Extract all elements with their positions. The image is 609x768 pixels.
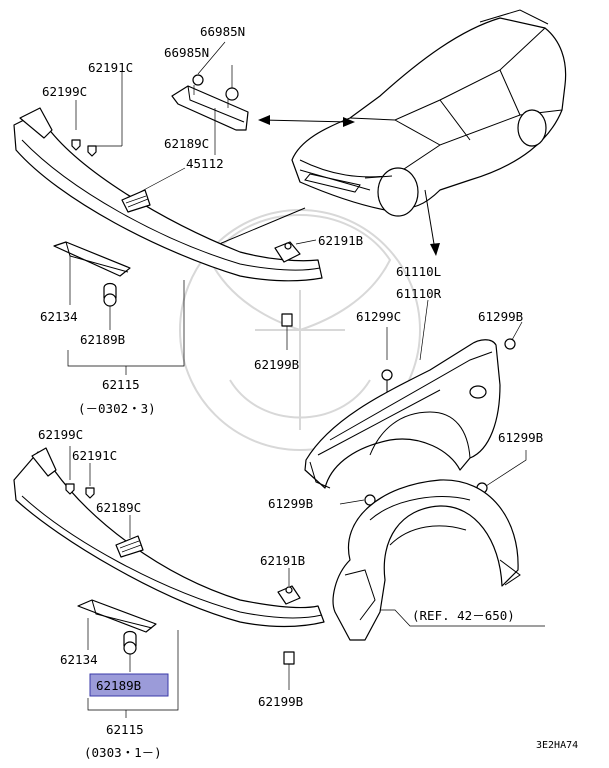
label-62115-top[interactable]: 62115 [102, 377, 140, 392]
label-62191c-top[interactable]: 62191C [88, 60, 133, 75]
inner-liner [332, 479, 545, 641]
label-62199b-top[interactable]: 62199B [254, 357, 299, 372]
label-61299b-right[interactable]: 61299B [478, 309, 523, 324]
top-spoiler-assembly [13, 41, 323, 375]
label-date-top: (－0302・3) [78, 401, 156, 416]
label-62115-bottom[interactable]: 62115 [106, 722, 144, 737]
label-61110r[interactable]: 61110R [396, 286, 442, 301]
fender-assembly [304, 299, 527, 506]
label-62189c-bottom[interactable]: 62189C [96, 500, 141, 515]
label-62199c-top[interactable]: 62199C [42, 84, 87, 99]
car-illustration [291, 9, 567, 217]
label-62191b-bottom[interactable]: 62191B [260, 553, 305, 568]
label-62134-bottom[interactable]: 62134 [60, 652, 98, 667]
label-62189b-highlighted[interactable]: 62189B [96, 678, 141, 693]
label-62191c-bottom[interactable]: 62191C [72, 448, 117, 463]
label-62134-top[interactable]: 62134 [40, 309, 78, 324]
bottom-spoiler-assembly [13, 446, 325, 718]
label-reference[interactable]: (REF. 42－650) [412, 608, 515, 623]
diagram-code: 3E2HA74 [536, 740, 578, 751]
label-66985n-a[interactable]: 66985N [200, 24, 245, 39]
highlight-box [89, 673, 169, 697]
label-61110l[interactable]: 61110L [396, 264, 441, 279]
callout-labels: 66985N 66985N 62191C 62199C 62189C 45112… [38, 24, 578, 760]
label-66985n-b[interactable]: 66985N [164, 45, 209, 60]
label-45112[interactable]: 45112 [186, 156, 224, 171]
label-62189c-top[interactable]: 62189C [164, 136, 209, 151]
label-61299b-mid[interactable]: 61299B [498, 430, 543, 445]
label-61299c[interactable]: 61299C [356, 309, 401, 324]
label-date-bottom: (0303・1－) [84, 745, 162, 760]
label-61299b-left[interactable]: 61299B [268, 496, 313, 511]
label-62199c-bottom[interactable]: 62199C [38, 427, 83, 442]
label-62189b-top[interactable]: 62189B [80, 332, 125, 347]
label-62191b-top[interactable]: 62191B [318, 233, 363, 248]
label-62199b-bottom[interactable]: 62199B [258, 694, 303, 709]
